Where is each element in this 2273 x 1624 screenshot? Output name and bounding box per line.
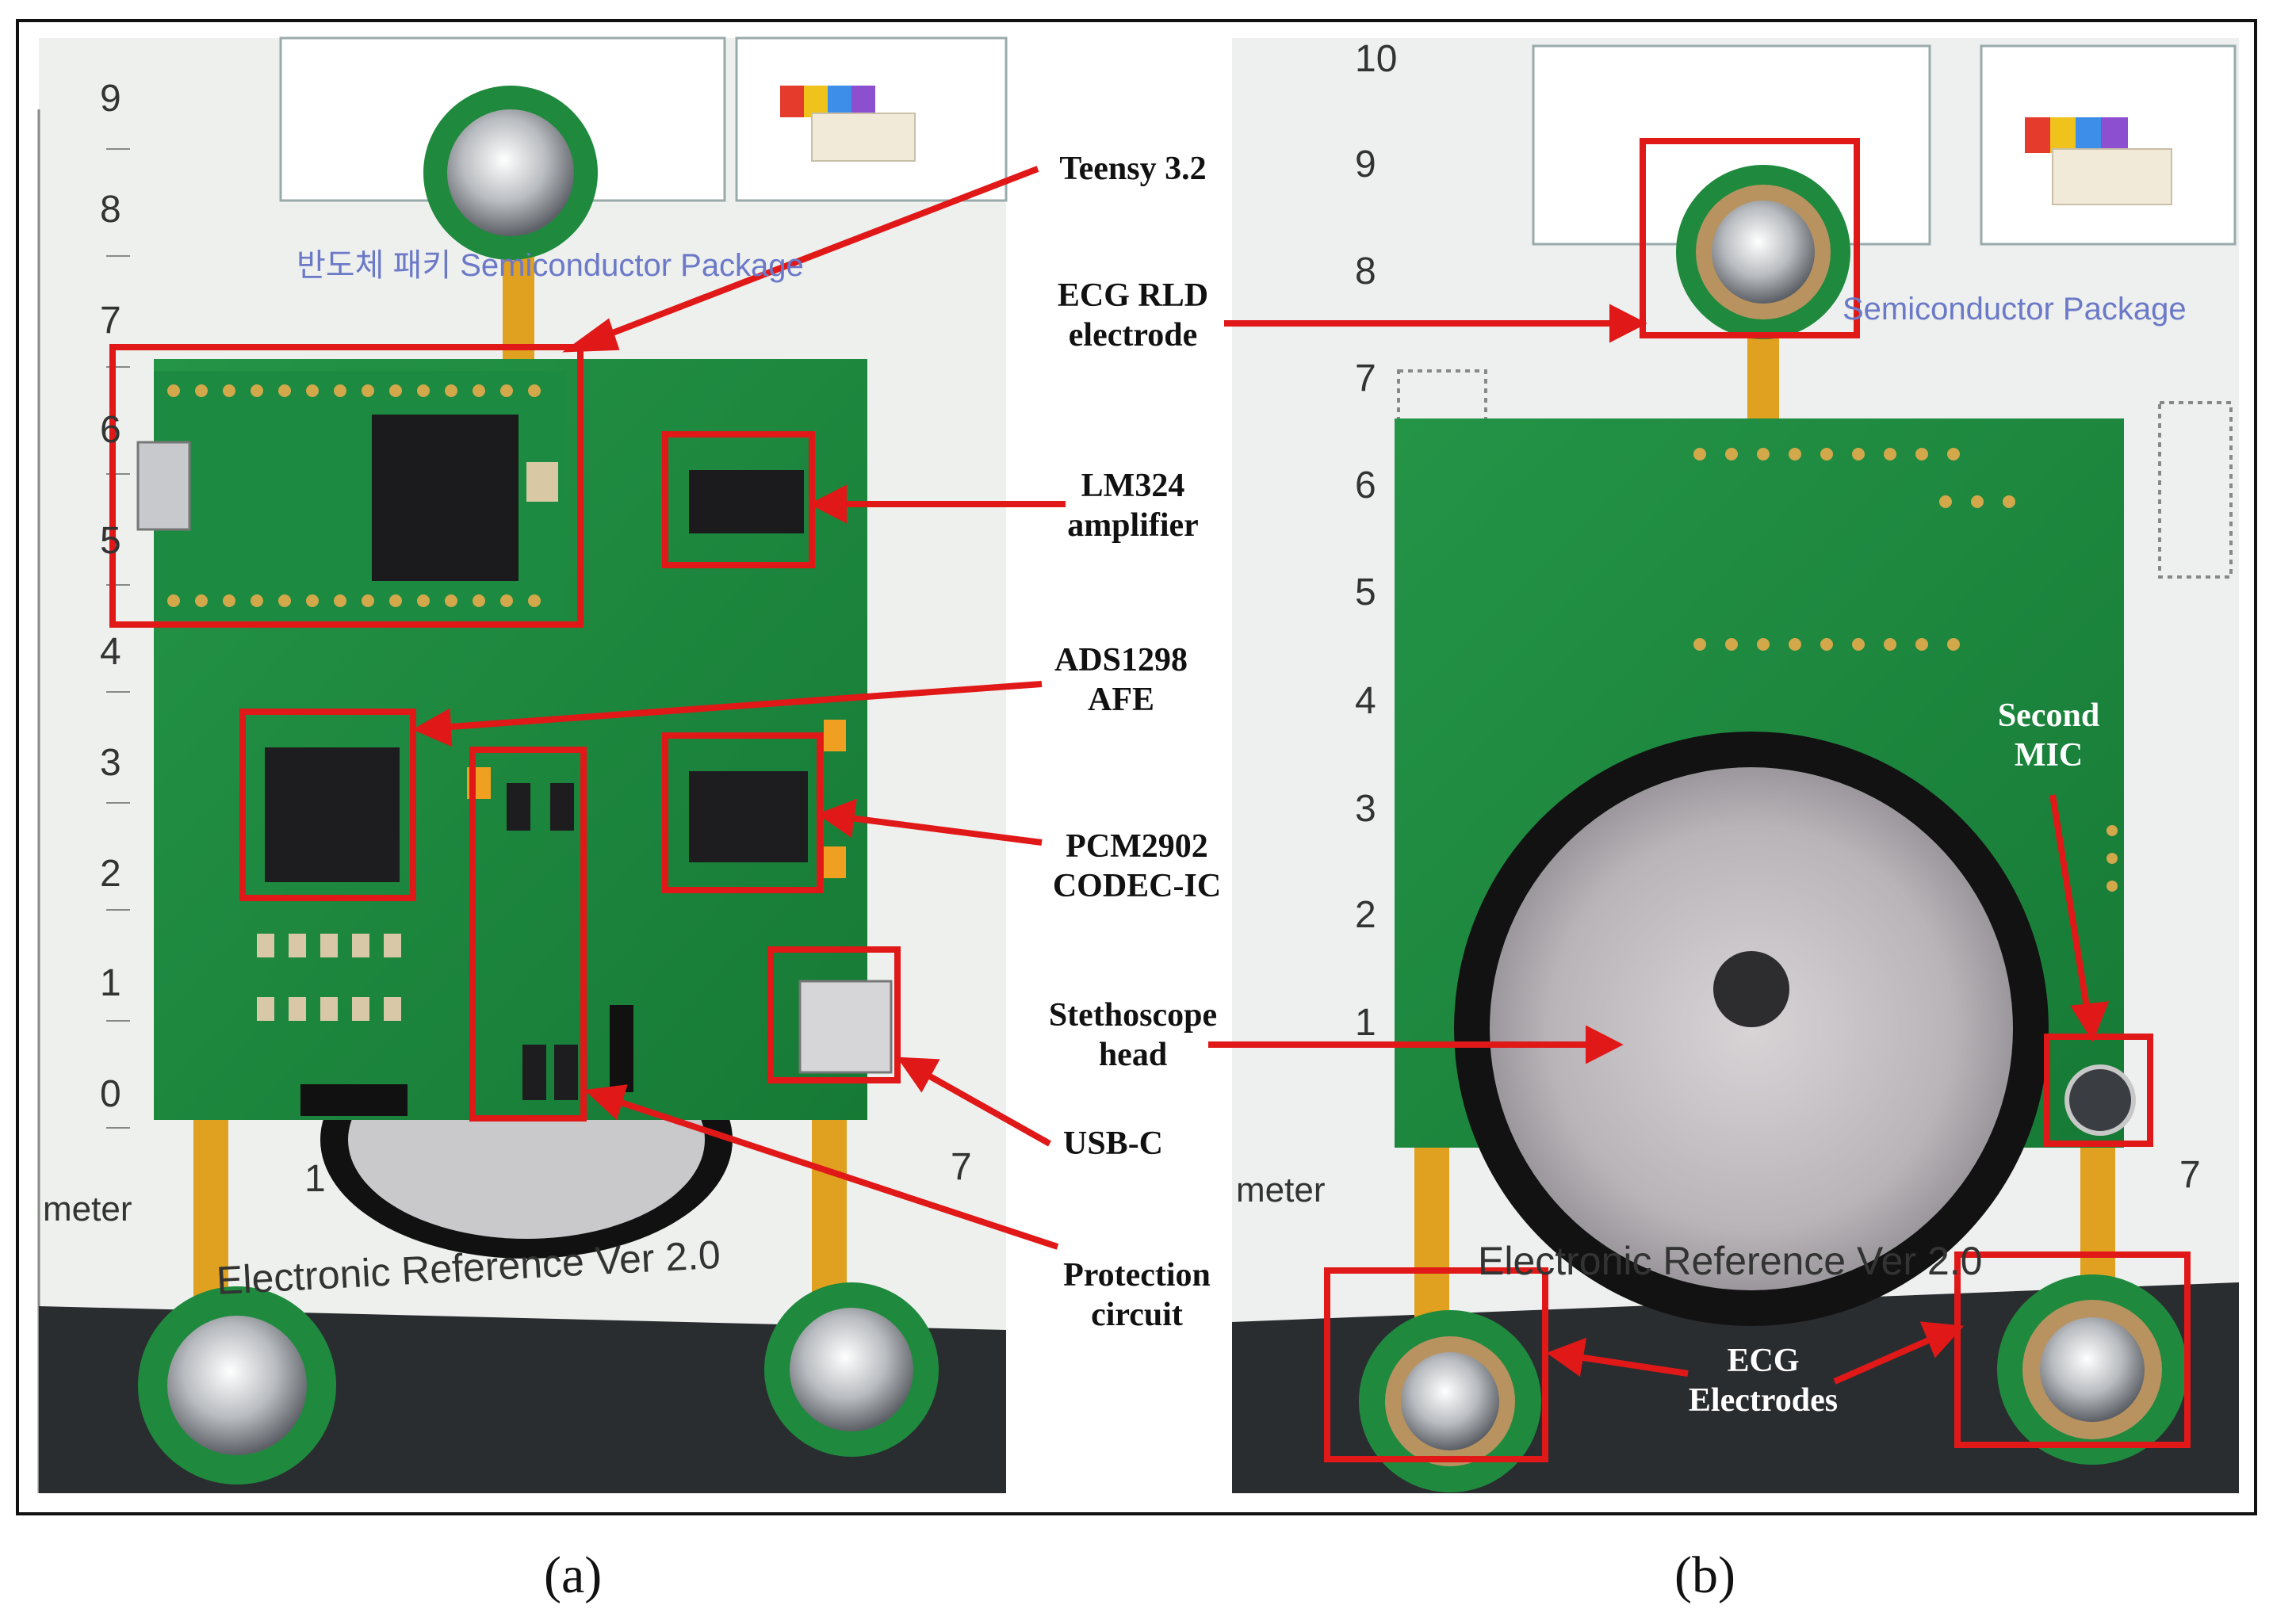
arrow-head-ecg-right [1919, 1321, 1965, 1358]
callout-pcm2902: PCM2902 CODEC-IC [1038, 827, 1236, 906]
callout-mic-line2: MIC [2014, 737, 2084, 774]
callout-lm324-line2: amplifier [1067, 507, 1199, 544]
box-teensy [109, 344, 584, 628]
panel-b-ruler: 10 9 8 7 6 5 4 3 2 1 7 meter Electronic … [1236, 38, 2201, 1283]
ruler-b-8: 8 [1355, 250, 1376, 292]
callout-ecg-line1: ECG [1727, 1343, 1800, 1379]
ruler-b-6: 6 [1355, 464, 1376, 506]
callout-rld-line2: electrode [1068, 317, 1198, 353]
box-mic [2044, 1034, 2153, 1147]
box-ecg-right [1954, 1251, 2191, 1448]
ruler-a-bottom-7: 7 [951, 1146, 972, 1188]
ruler-a-2: 2 [100, 853, 121, 895]
panel-caption-b: (b) [1674, 1546, 1735, 1606]
arrow-head-stetho [1586, 1025, 1624, 1064]
caption-a-close: ) [584, 1546, 603, 1604]
callout-ads-line2: AFE [1088, 682, 1154, 718]
ruler-a-unit: meter [43, 1190, 132, 1229]
ruler-b-10: 10 [1355, 38, 1397, 80]
caption-b-open: ( [1674, 1546, 1692, 1604]
callout-protection-line2: circuit [1091, 1297, 1183, 1333]
callout-stetho-line1: Stethoscope [1048, 997, 1218, 1034]
arrow-head-mic [2070, 1001, 2110, 1042]
ruler-a-4: 4 [100, 631, 121, 673]
annotation-boxes [109, 138, 2191, 1462]
ruler-b-5: 5 [1355, 571, 1376, 613]
annotation-arrows [412, 166, 2110, 1385]
ruler-a-8: 8 [100, 189, 121, 231]
box-ecg-left [1324, 1267, 1548, 1462]
arrow-head-lm324 [809, 484, 847, 524]
callout-teensy: Teensy 3.2 [1038, 149, 1228, 189]
callout-protection-line1: Protection [1063, 1257, 1211, 1293]
box-rld [1640, 138, 1860, 338]
ruler-a-0: 0 [100, 1073, 121, 1115]
box-usbc [767, 946, 901, 1083]
ruler-b-1: 1 [1355, 1002, 1376, 1044]
callout-usbc: USB-C [1050, 1124, 1177, 1164]
callout-mic-line1: Second [1997, 697, 2100, 734]
callout-rld: ECG RLD electrode [1038, 276, 1228, 355]
ruler-a-5: 5 [100, 520, 121, 562]
callout-rld-line1: ECG RLD [1057, 277, 1209, 314]
figure-frame: 9 8 7 6 5 4 3 2 1 0 1 7 meter Electronic… [16, 19, 2257, 1515]
arrow-head-pcm [817, 798, 857, 838]
ruler-a-3: 3 [100, 742, 121, 784]
box-protection [469, 747, 587, 1122]
callout-stetho-line2: head [1098, 1037, 1168, 1073]
panel-a-photo [37, 36, 1008, 1493]
background-text-a: 반도체 패키 Semiconductor Package [297, 248, 804, 283]
callout-pcm-line1: PCM2902 [1066, 828, 1208, 865]
box-pcm2902 [662, 732, 823, 893]
callout-ecg-electrodes: ECG Electrodes [1676, 1341, 1850, 1420]
box-lm324 [662, 431, 815, 568]
callout-lm324: LM324 amplifier [1050, 466, 1216, 545]
callout-pcm-line2: CODEC-IC [1052, 868, 1222, 904]
caption-a-open: ( [544, 1546, 561, 1604]
photo-artwork: 9 8 7 6 5 4 3 2 1 0 1 7 meter Electronic… [37, 36, 2239, 1493]
callout-usbc-text: USB-C [1062, 1125, 1164, 1162]
ruler-b-2: 2 [1355, 894, 1376, 936]
arrow-head-rld [1609, 304, 1647, 343]
ruler-a-1: 1 [100, 962, 121, 1004]
box-ads1298 [239, 709, 416, 901]
callout-stethoscope: Stethoscope head [1038, 995, 1228, 1075]
ruler-a-6: 6 [100, 409, 121, 451]
ruler-b-title: Electronic Reference Ver 2.0 [1478, 1239, 1982, 1283]
caption-a-letter: a [561, 1546, 585, 1604]
ruler-b-bottom-7: 7 [2179, 1154, 2201, 1196]
background-text-b: Semiconductor Package [1843, 292, 2187, 327]
callout-ads1298: ADS1298 AFE [1042, 640, 1200, 720]
ruler-a-9: 9 [100, 78, 121, 120]
callout-protection: Protection circuit [1042, 1255, 1232, 1335]
callout-mic: Second MIC [1977, 696, 2120, 775]
ruler-a-bottom-1: 1 [304, 1158, 326, 1200]
ruler-b-4: 4 [1355, 680, 1376, 722]
callout-ecg-line2: Electrodes [1688, 1382, 1839, 1419]
ruler-b-3: 3 [1355, 788, 1376, 830]
arrow-head-protection [584, 1084, 628, 1121]
caption-b-close: ) [1717, 1546, 1735, 1604]
callout-lm324-line1: LM324 [1081, 468, 1185, 504]
callout-teensy-text: Teensy 3.2 [1059, 151, 1207, 187]
ruler-a-7: 7 [100, 300, 121, 342]
panel-caption-a: (a) [544, 1546, 602, 1606]
panel-b-photo [1232, 38, 2239, 1493]
ruler-b-unit: meter [1236, 1171, 1325, 1209]
caption-b-letter: b [1691, 1546, 1718, 1604]
arrow-head-ads [412, 708, 453, 747]
arrow-head-ecg-left [1546, 1337, 1587, 1377]
arrow-head-usbc [897, 1057, 940, 1093]
ruler-b-9: 9 [1355, 143, 1376, 185]
arrow-head-teensy [562, 318, 620, 353]
callout-ads-line1: ADS1298 [1054, 642, 1188, 678]
ruler-b-7: 7 [1355, 357, 1376, 399]
